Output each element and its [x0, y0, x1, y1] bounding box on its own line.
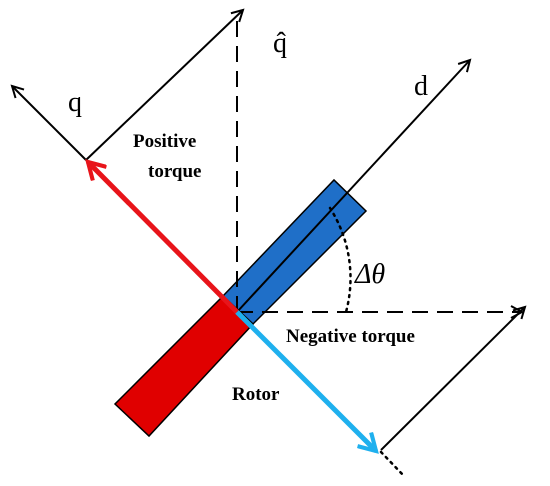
positive-torque-label-line1: Positive: [133, 131, 196, 152]
q-hat-projection: [85, 10, 243, 161]
q-hat-label: q̂: [273, 28, 287, 59]
d-label: d: [414, 71, 428, 102]
q-axis: [12, 86, 87, 161]
q-label: q: [68, 87, 82, 118]
negative-projection: [380, 307, 525, 451]
negative-torque-label: Negative torque: [286, 326, 415, 347]
d-axis: [236, 60, 470, 313]
positive-torque-label-line2: torque: [148, 161, 201, 182]
rotor-south-half: [113, 294, 255, 438]
rotor-north-half: [221, 178, 368, 326]
rotor-label: Rotor: [232, 384, 280, 405]
negative-torque-arrow: [235, 310, 376, 451]
delta-theta-label: Δθ: [354, 259, 385, 290]
positive-torque-arrow: [88, 162, 239, 314]
dotted-continuation: [379, 450, 406, 478]
